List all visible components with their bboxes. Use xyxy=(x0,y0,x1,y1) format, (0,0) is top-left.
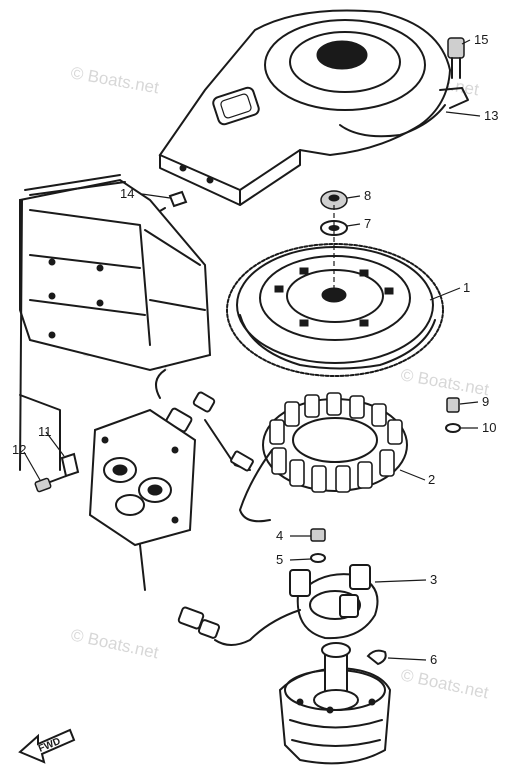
callout-13: 13 xyxy=(484,108,498,123)
stator-wiring xyxy=(155,369,273,523)
part-6-key xyxy=(366,649,387,666)
callout-5: 5 xyxy=(276,552,283,567)
callout-2: 2 xyxy=(428,472,435,487)
part-5-washer xyxy=(310,553,326,563)
part-15-bolt xyxy=(447,37,465,79)
part-10-washer xyxy=(445,423,461,433)
callout-1: 1 xyxy=(463,280,470,295)
flywheel-cover xyxy=(158,9,469,206)
callout-7: 7 xyxy=(364,216,371,231)
intake-assembly xyxy=(88,408,197,591)
part-1-flywheel xyxy=(226,243,444,377)
callout-8: 8 xyxy=(364,188,371,203)
callout-10: 10 xyxy=(482,420,496,435)
callout-labels: 15 13 14 8 7 1 9 10 2 3 6 4 5 11 12 xyxy=(12,32,498,667)
callout-15: 15 xyxy=(474,32,488,47)
leader-lines xyxy=(23,39,481,661)
part-9-bolt xyxy=(446,397,460,413)
watermark: © Boats.net xyxy=(399,365,490,399)
callout-4: 4 xyxy=(276,528,283,543)
watermark: © Boats.net xyxy=(399,665,490,702)
part-11-clip xyxy=(60,452,80,478)
callout-12: 12 xyxy=(12,442,26,457)
callout-14: 14 xyxy=(120,186,134,201)
watermark: © Boats.net xyxy=(69,63,160,97)
part-4-screw xyxy=(310,528,326,542)
callout-6: 6 xyxy=(430,652,437,667)
crankshaft-housing xyxy=(278,642,392,765)
part-2-stator xyxy=(262,392,408,493)
fwd-arrow: FWD xyxy=(18,728,76,764)
part-3-pulser-coil xyxy=(177,564,379,646)
fwd-label: FWD xyxy=(37,736,62,755)
watermark: © Boats.net xyxy=(69,625,160,662)
part-12-bolt xyxy=(34,475,67,493)
callout-3: 3 xyxy=(430,572,437,587)
callout-11: 11 xyxy=(38,424,52,439)
callout-9: 9 xyxy=(482,394,489,409)
